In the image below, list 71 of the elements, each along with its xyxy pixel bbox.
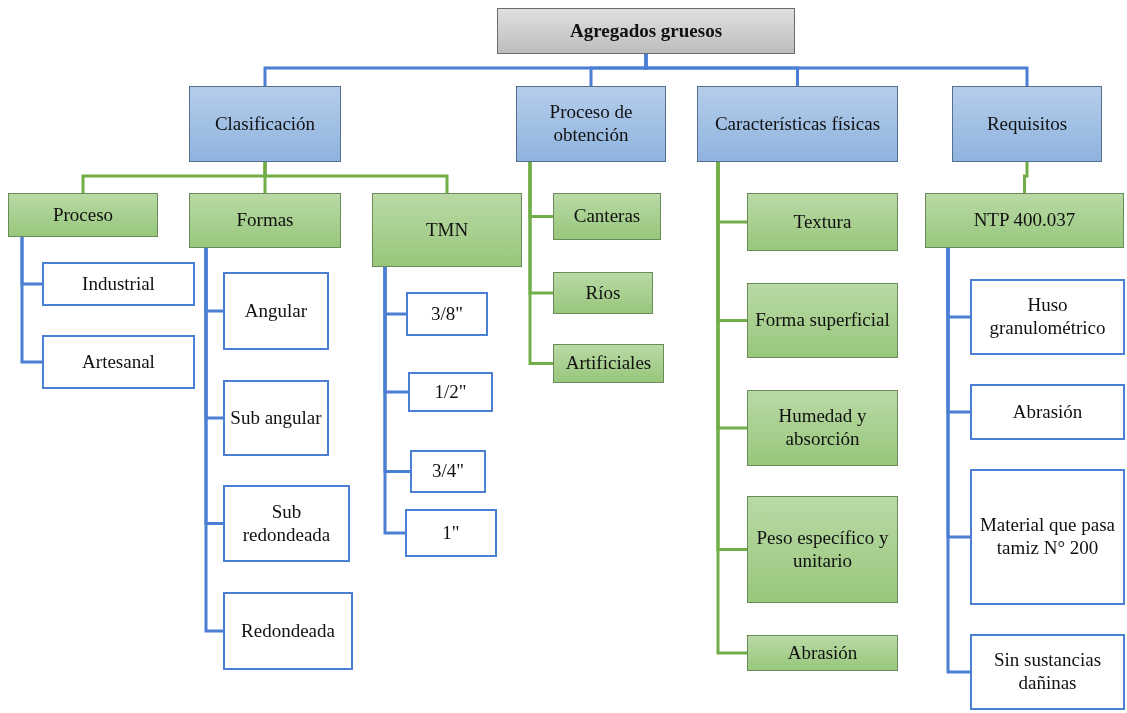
connector-line [263, 162, 449, 193]
category-box [553, 193, 661, 240]
category-box [406, 292, 488, 336]
box-label: Abrasión [1012, 400, 1083, 424]
connector-line [383, 267, 405, 535]
category-box [970, 384, 1125, 440]
box-label: Textura [793, 210, 852, 234]
box-label: Canteras [573, 205, 641, 228]
category-box [970, 279, 1125, 355]
box-label: 1/2" [434, 380, 467, 404]
connector-line [716, 162, 747, 655]
box-label: Requisitos [986, 112, 1068, 136]
connector-line [528, 162, 553, 365]
category-box [747, 390, 898, 466]
category-box [747, 283, 898, 358]
box-label: Formas [236, 209, 294, 232]
box-label: Redondeada [241, 619, 335, 643]
category-box [405, 509, 497, 557]
root-box [497, 8, 795, 54]
connector-line [644, 54, 1029, 86]
category-box [970, 469, 1125, 605]
category-box [189, 86, 341, 162]
connector-line [946, 248, 970, 674]
category-box [223, 485, 350, 562]
category-box [516, 86, 666, 162]
box-label: Agregados gruesos [569, 19, 723, 43]
box-label: 3/8" [430, 302, 463, 326]
box-label: Proceso [52, 203, 114, 227]
box-label: Sin sustancias dañinas [992, 649, 1103, 695]
category-box [747, 496, 898, 603]
category-box [223, 592, 353, 670]
connector-line [1023, 162, 1029, 193]
box-label: Sub angular [230, 406, 322, 430]
connector-line [204, 248, 223, 633]
category-box [223, 380, 329, 456]
box-label: 1" [442, 521, 460, 545]
box-label: Industrial [82, 272, 155, 296]
box-label: Peso específico y unitario [755, 526, 890, 573]
category-box [42, 262, 195, 306]
category-box [408, 372, 493, 412]
category-box [747, 635, 898, 671]
category-box [8, 193, 158, 237]
box-label: Huso granulométrico [988, 294, 1107, 340]
box-label: Abrasión [787, 641, 858, 665]
category-box [952, 86, 1102, 162]
box-label: Material que pasa tamiz N° 200 [978, 514, 1117, 560]
box-label: Ríos [585, 281, 621, 305]
box-label: Forma superficial [755, 309, 890, 332]
category-box [553, 344, 664, 383]
box-label: Angular [244, 299, 308, 323]
category-box [970, 634, 1125, 710]
category-box [372, 193, 522, 267]
box-label: 3/4" [431, 460, 464, 483]
category-box [747, 193, 898, 251]
category-box [223, 272, 329, 350]
box-label: Proceso de obtención [548, 101, 634, 147]
category-box [410, 450, 486, 493]
box-label: Artesanal [82, 350, 155, 374]
box-label: Características físicas [714, 112, 881, 136]
connector-line [20, 237, 42, 364]
box-label: Sub redondeada [241, 500, 332, 547]
category-box [553, 272, 653, 314]
box-label: Humedad y absorción [777, 405, 868, 451]
category-box [697, 86, 898, 162]
box-label: Clasificación [214, 112, 316, 136]
box-label: NTP 400.037 [973, 209, 1076, 232]
box-label: Artificiales [565, 352, 652, 375]
box-label: TMN [425, 218, 469, 242]
category-box [925, 193, 1124, 248]
category-box [42, 335, 195, 389]
category-box [189, 193, 341, 248]
